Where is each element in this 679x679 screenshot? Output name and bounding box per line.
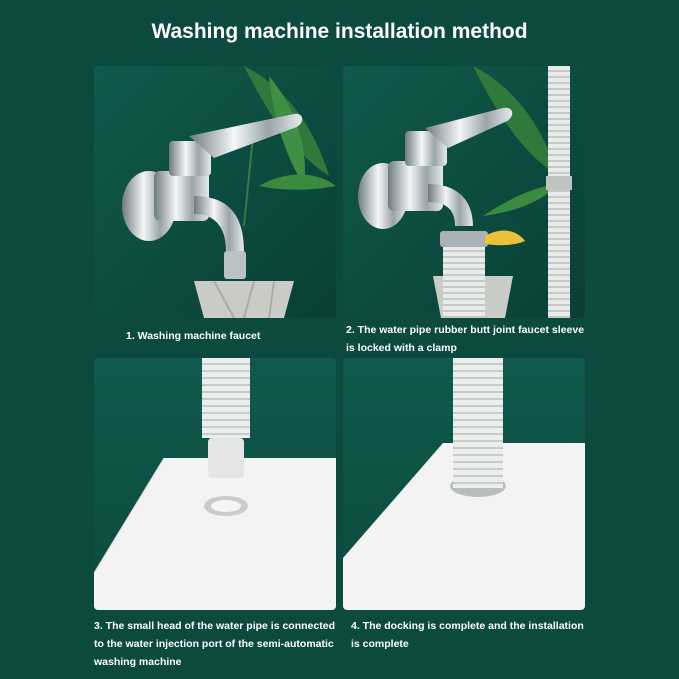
caption-line: 2. The water pipe rubber butt joint fauc… xyxy=(346,324,585,336)
caption-line: 3. The small head of the water pipe is c… xyxy=(94,620,335,632)
step-3-photo xyxy=(94,358,336,610)
page-title: Washing machine installation method xyxy=(151,20,528,43)
caption-line: is locked with a clamp xyxy=(346,342,457,354)
step-1-caption: 1. Washing machine faucet xyxy=(126,327,346,345)
step-3-caption: 3. The small head of the water pipe is c… xyxy=(94,617,344,671)
step-1-photo xyxy=(94,66,336,318)
step-2-photo xyxy=(343,66,585,318)
caption-line: washing machine xyxy=(94,656,182,668)
caption-line: 1. Washing machine faucet xyxy=(126,330,261,342)
step-4-photo xyxy=(343,358,585,610)
caption-line: to the water injection port of the semi-… xyxy=(94,638,334,650)
caption-line: is complete xyxy=(351,638,409,650)
caption-line: 4. The docking is complete and the insta… xyxy=(351,620,584,632)
step-2-caption: 2. The water pipe rubber butt joint fauc… xyxy=(346,321,596,357)
step-4-caption: 4. The docking is complete and the insta… xyxy=(351,617,591,653)
